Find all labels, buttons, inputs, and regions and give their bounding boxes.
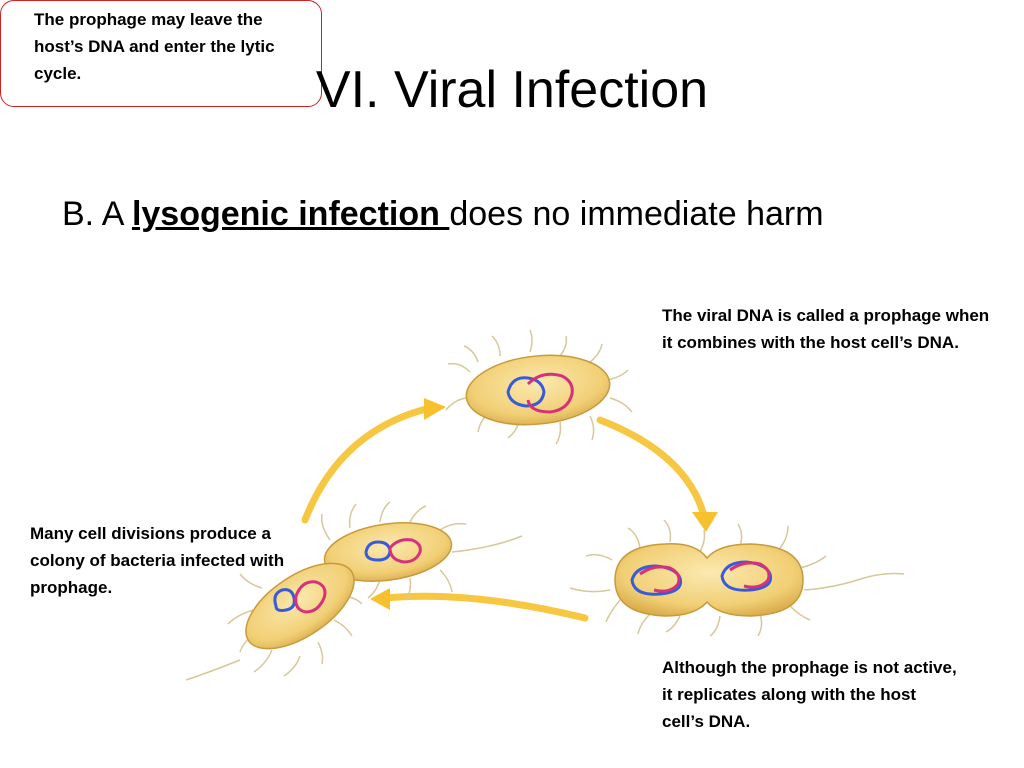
subtitle-suffix: does no immediate harm: [449, 195, 824, 233]
bacteria-colony: [185, 501, 523, 681]
arrow-left-to-top: [301, 404, 434, 524]
callout-prophage: The viral DNA is called a prophage when …: [662, 306, 990, 352]
arrowhead-right-to-left: [370, 588, 390, 610]
callout-replicates: Although the prophage is not active, it …: [662, 658, 957, 731]
subtitle-prefix: B. A: [62, 195, 132, 233]
callout-cell-divisions: Many cell divisions produce a colony of …: [30, 524, 285, 597]
arrowhead-left-to-top: [424, 398, 446, 420]
prophage-dna-loop: [526, 372, 574, 414]
callout-box-lytic: The prophage may leave the host’s DNA an…: [0, 0, 322, 107]
arrowhead-top-to-right: [692, 512, 718, 532]
slide-title: VI. Viral Infection: [315, 61, 709, 119]
subtitle-term: lysogenic infection: [131, 195, 450, 233]
callout-leave-host: The prophage may leave the host’s DNA an…: [34, 10, 275, 83]
arrow-top-to-right: [596, 416, 709, 524]
arrow-right-to-left: [381, 592, 589, 622]
host-dna-loop: [506, 376, 546, 408]
slide-subtitle: B. A lysogenic infection does no immedia…: [62, 188, 922, 240]
bacterium-dividing: [569, 519, 905, 637]
bacterium-infected: [445, 329, 633, 445]
